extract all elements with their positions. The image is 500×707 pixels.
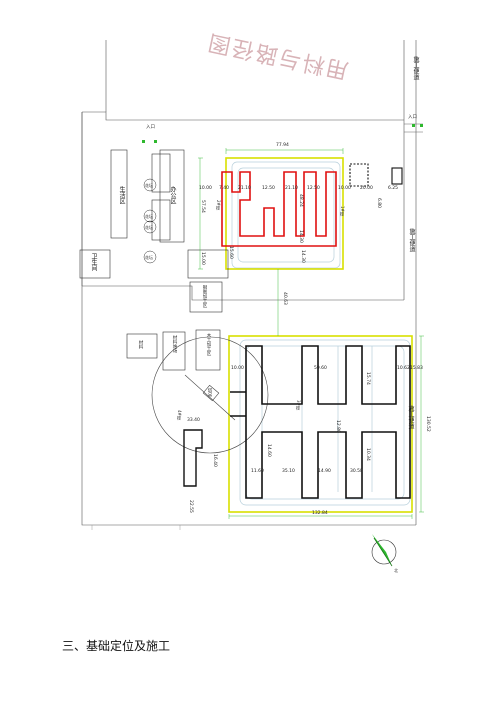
dim-bottom-4: 30.58 (350, 469, 363, 474)
crane-label: 塔吊 (207, 388, 212, 397)
planter-label-1: 花坛 (145, 183, 153, 188)
dim-top-seg3: 21.10 (285, 186, 298, 191)
dim-top-left-a: 10.00 (199, 186, 212, 191)
dimension-lines (198, 148, 424, 519)
dim-bottom-1: 11.60 (251, 469, 264, 474)
section-heading: 三、基础定位及施工 (62, 639, 171, 653)
building-left-label: 2#楼 (216, 200, 221, 210)
planter-label-4: 花坛 (145, 255, 153, 260)
building-top-outline (221, 171, 337, 247)
dim-bottom-right-side: 130.52 (425, 416, 430, 432)
material-yard-label: 材料 (138, 340, 143, 349)
dim-top-inner-a: 48.24 (298, 194, 303, 207)
left-facilities (79, 149, 229, 371)
dim-annex-b: 16.40 (212, 454, 217, 467)
dim-top-seg1: 21.10 (238, 186, 251, 191)
dim-bottom-2: 35.10 (282, 469, 295, 474)
north-arrow (371, 534, 397, 567)
dim-top-right-a: 10.00 (338, 186, 351, 191)
dim-top-width: 77.94 (276, 143, 289, 148)
dim-top-inner-b: 14.30 (298, 230, 303, 243)
dim-top-seg2: 12.50 (262, 186, 275, 191)
dim-bottom-v1: 15.74 (365, 372, 370, 385)
dim-top-bottom-mid: 14.30 (300, 250, 305, 263)
planters (143, 178, 157, 264)
dim-bottom-3: 14.90 (318, 469, 331, 474)
road-label-mid: 施工便道 (408, 228, 415, 252)
planter-label-2: 花坛 (145, 214, 153, 219)
steel-shed-label: 钢筋加工区 (202, 285, 207, 308)
construction-fences (225, 157, 413, 513)
dim-bottom-v2: 12.80 (335, 420, 340, 433)
dim-bottom-top-mid: 59.60 (314, 366, 327, 371)
dim-annex-a: 33.40 (187, 418, 200, 423)
dim-top-right-b: 20.00 (360, 186, 373, 191)
road-label-lower: 施工便道 (407, 405, 414, 429)
dim-top-bottom-left: 15.00 (200, 252, 205, 265)
crane-radius (151, 336, 269, 454)
annex-building (183, 429, 203, 487)
gate-label-left: 入口 (146, 125, 155, 130)
building-bottom-outline (230, 345, 411, 499)
dim-bottom-left-a: 10.00 (231, 366, 244, 371)
building-bottom-label: 3#楼 (296, 400, 301, 410)
building-top-label: 1#楼 (340, 206, 345, 216)
toilet-label: 卫生间 (90, 253, 97, 271)
north-label: 北 (394, 568, 398, 573)
site-boundary (81, 40, 417, 526)
wood-shed-label: 木工加工区 (206, 333, 211, 356)
gate-label-right: 入口 (408, 115, 417, 120)
dim-bottom-v3: 10.34 (365, 448, 370, 461)
dim-bottom-width: 132.84 (312, 511, 328, 516)
dim-top-left-side: 57.54 (200, 200, 205, 213)
ground-lines-top (231, 161, 341, 269)
dim-top-right-d: 6.80 (376, 198, 381, 209)
road-label-top: 施工便道 (412, 56, 419, 80)
storage-boxes (349, 163, 403, 187)
office-label: 办公区 (169, 186, 176, 204)
dim-top-right-c: 6.25 (388, 186, 399, 191)
ground-lines-bottom (239, 339, 411, 506)
dim-top-left-b: 7.40 (219, 186, 230, 191)
dim-top-seg4: 12.50 (307, 186, 320, 191)
dim-bottom-right-b: 15.83 (410, 366, 423, 371)
dim-bottom-left: 22.55 (188, 500, 193, 513)
dim-top-inner-c: 15.60 (228, 246, 233, 259)
planter-label-3: 花坛 (145, 225, 153, 230)
gate-posts (142, 124, 423, 143)
dim-bottom-right-a: 10.62 (397, 366, 410, 371)
dim-bottom-mid-a: 14.60 (266, 444, 271, 457)
dormitory-label: 生活区 (118, 186, 125, 204)
crop-marks (91, 525, 181, 530)
dim-top-mid-gap: 40.63 (282, 292, 287, 305)
annex-label: 4#楼 (177, 410, 182, 420)
storage-label: 材料堆场 (172, 335, 177, 353)
